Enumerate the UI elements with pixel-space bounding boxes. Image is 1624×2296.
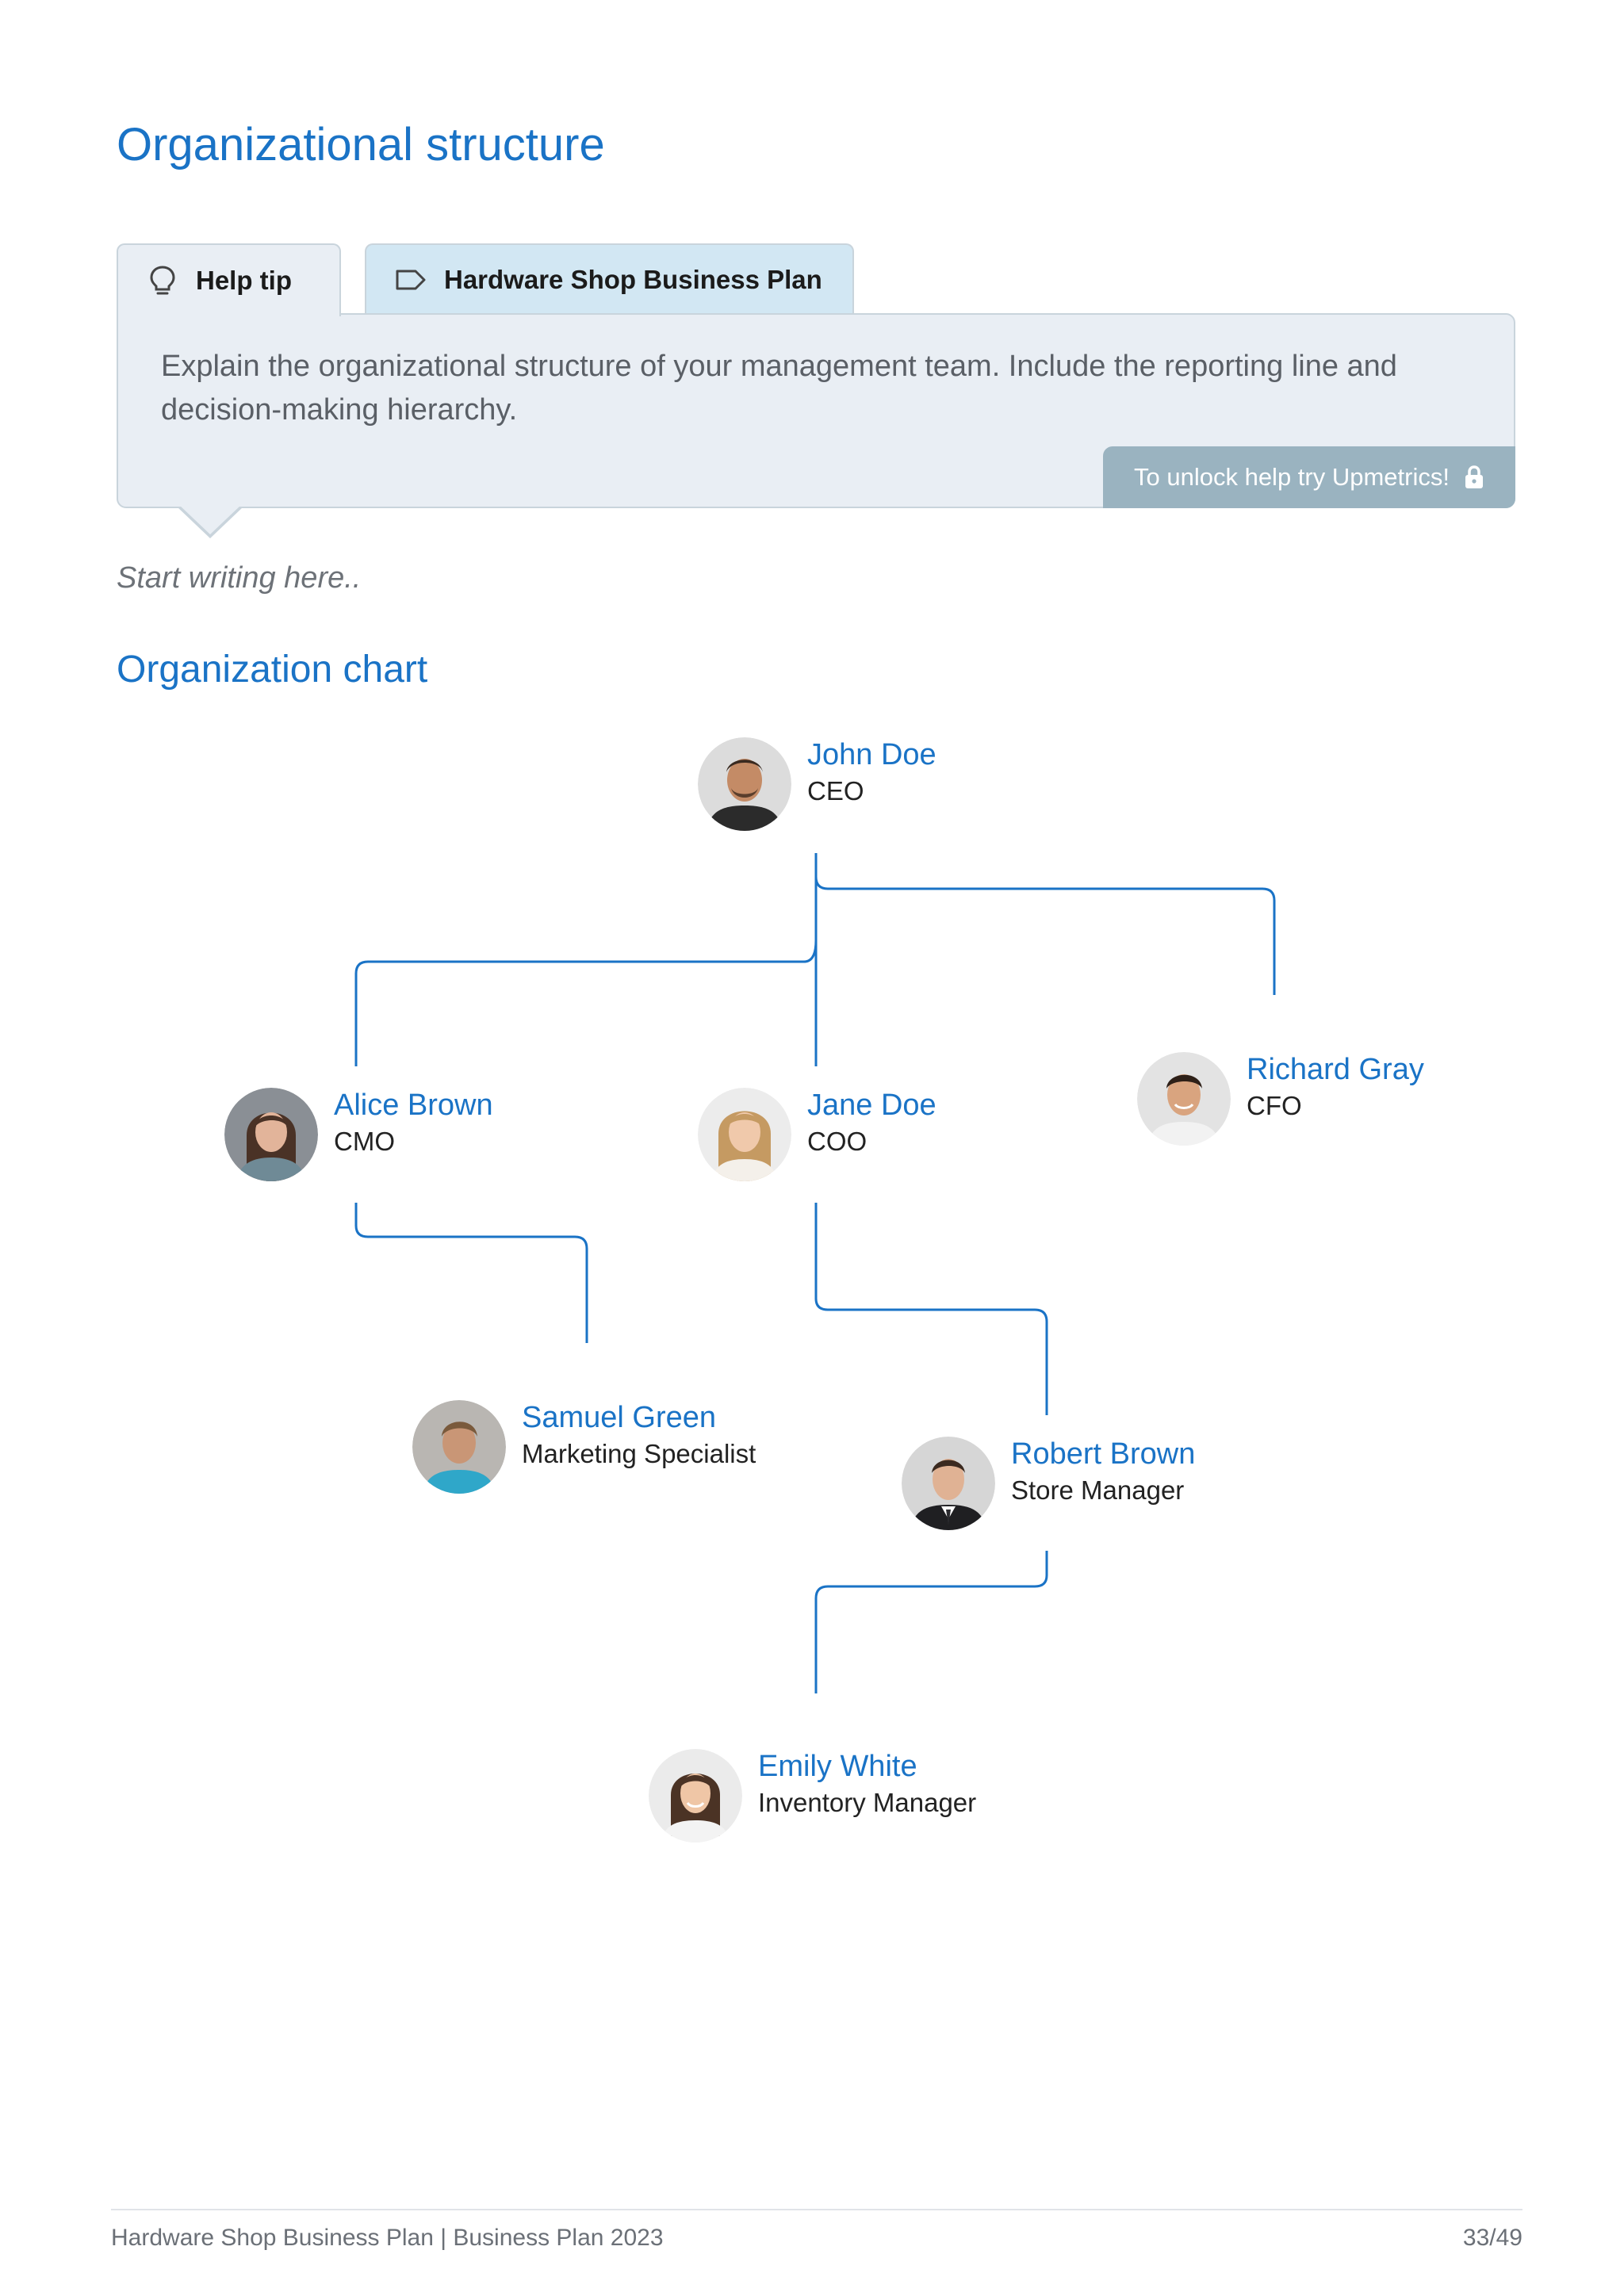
node-role: CFO bbox=[1247, 1091, 1302, 1120]
lock-icon bbox=[1464, 465, 1484, 490]
node-name: Samuel Green bbox=[522, 1401, 717, 1434]
tab-business-plan[interactable]: Hardware Shop Business Plan bbox=[365, 243, 854, 315]
avatar bbox=[649, 1749, 742, 1843]
org-node-ceo[interactable]: John Doe CEO bbox=[698, 737, 936, 831]
unlock-help-button[interactable]: To unlock help try Upmetrics! bbox=[1103, 446, 1515, 508]
avatar bbox=[902, 1437, 995, 1530]
org-node-store-manager[interactable]: Robert Brown Store Manager bbox=[902, 1437, 1195, 1530]
org-node-coo[interactable]: Jane Doe COO bbox=[698, 1088, 936, 1181]
connector-cmo-marketing bbox=[354, 1203, 588, 1343]
node-role: Inventory Manager bbox=[758, 1788, 977, 1817]
help-tip-box: Help tip Hardware Shop Business Plan Exp… bbox=[117, 243, 1515, 538]
node-role: Store Manager bbox=[1011, 1475, 1185, 1505]
tab-business-plan-label: Hardware Shop Business Plan bbox=[444, 265, 822, 294]
node-name: Jane Doe bbox=[807, 1089, 936, 1122]
avatar bbox=[1137, 1052, 1231, 1146]
start-writing-placeholder[interactable]: Start writing here.. bbox=[117, 561, 362, 595]
node-name: Robert Brown bbox=[1011, 1437, 1196, 1471]
org-node-inventory-manager[interactable]: Emily White Inventory Manager bbox=[649, 1749, 976, 1843]
tab-help-tip[interactable]: Help tip bbox=[117, 243, 341, 316]
org-node-cfo[interactable]: Richard Gray CFO bbox=[1137, 1052, 1424, 1146]
org-node-cmo[interactable]: Alice Brown CMO bbox=[224, 1088, 493, 1181]
connector-coo-store bbox=[814, 1203, 1048, 1415]
footer-divider bbox=[111, 2209, 1522, 2210]
lightbulb-icon bbox=[147, 265, 178, 297]
footer-page-number: 33/49 bbox=[1462, 2225, 1522, 2251]
node-name: Emily White bbox=[758, 1750, 917, 1783]
page-title: Organizational structure bbox=[117, 119, 605, 170]
footer-document-title: Hardware Shop Business Plan | Business P… bbox=[111, 2225, 664, 2251]
avatar bbox=[698, 737, 791, 831]
org-chart-title: Organization chart bbox=[117, 649, 428, 691]
node-role: CEO bbox=[807, 776, 864, 806]
connector-store-inventory bbox=[814, 1551, 1048, 1693]
node-name: Richard Gray bbox=[1247, 1053, 1424, 1086]
org-node-marketing-specialist[interactable]: Samuel Green Marketing Specialist bbox=[412, 1400, 756, 1494]
tab-help-tip-label: Help tip bbox=[196, 266, 292, 295]
node-role: CMO bbox=[334, 1127, 395, 1156]
avatar bbox=[224, 1088, 318, 1181]
connector-ceo-cfo bbox=[814, 876, 1276, 995]
node-name: Alice Brown bbox=[334, 1089, 493, 1122]
help-tip-text: Explain the organizational structure of … bbox=[161, 350, 1397, 427]
node-role: Marketing Specialist bbox=[522, 1439, 756, 1468]
unlock-help-label: To unlock help try Upmetrics! bbox=[1134, 463, 1450, 491]
connector-ceo-cmo bbox=[354, 939, 818, 1066]
help-tip-panel: Explain the organizational structure of … bbox=[117, 313, 1515, 508]
tag-icon bbox=[395, 264, 427, 296]
node-name: John Doe bbox=[807, 738, 936, 771]
avatar bbox=[698, 1088, 791, 1181]
node-role: COO bbox=[807, 1127, 868, 1156]
avatar bbox=[412, 1400, 506, 1494]
help-tip-pointer bbox=[177, 504, 243, 538]
